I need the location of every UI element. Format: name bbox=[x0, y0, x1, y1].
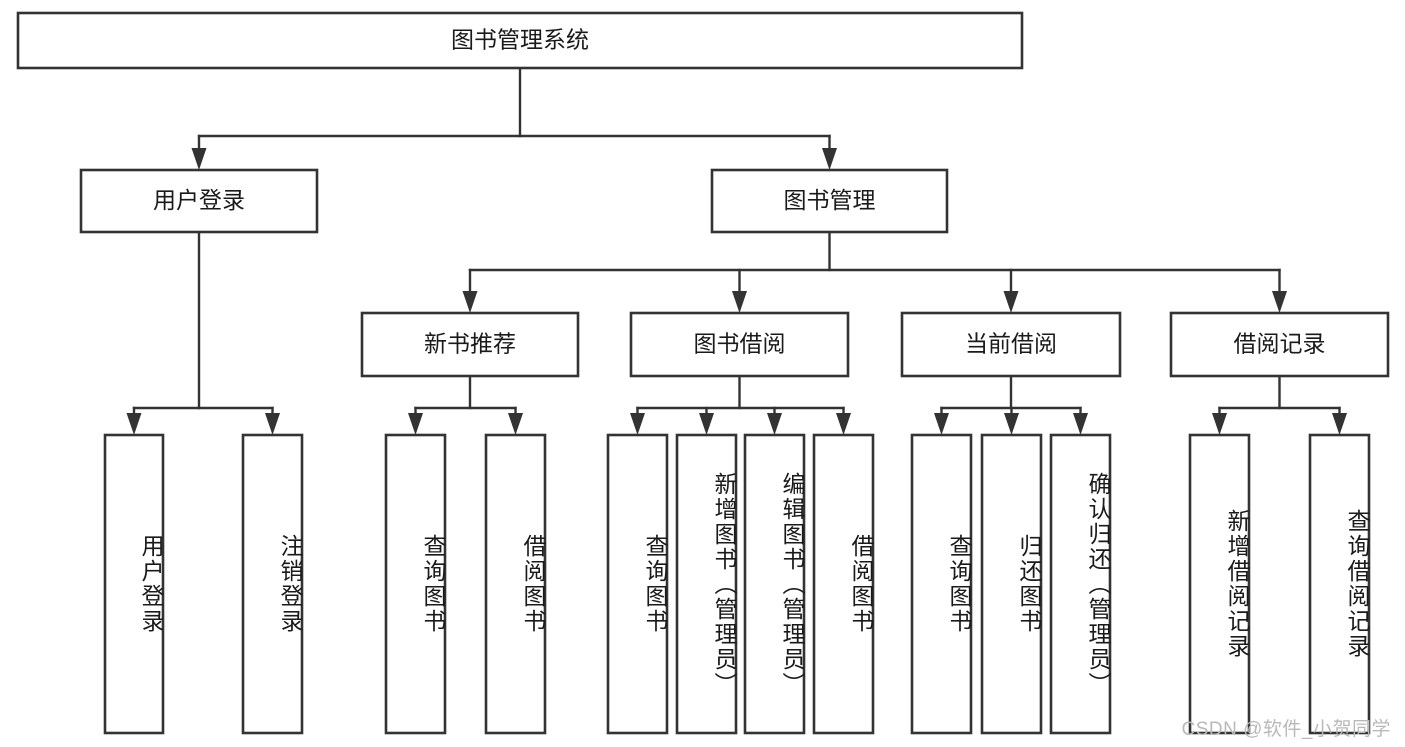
arrow-head-icon bbox=[1073, 413, 1088, 435]
leaf-label-4: 查询图书 bbox=[642, 534, 668, 634]
node-box-level3-1[interactable] bbox=[629, 311, 850, 378]
arrow-head-icon bbox=[767, 413, 782, 435]
leaf-label-8: 查询图书 bbox=[946, 534, 972, 634]
node-box-level3-0[interactable] bbox=[360, 311, 580, 378]
leaf-box-3[interactable] bbox=[484, 433, 547, 735]
leaf-box-4[interactable] bbox=[606, 433, 669, 735]
node-label-level2-0: 用户登录 bbox=[153, 187, 245, 213]
node-label-level2-1: 图书管理 bbox=[784, 187, 876, 213]
leaf-box-9[interactable] bbox=[980, 433, 1043, 735]
node-label-level3-1: 图书借阅 bbox=[694, 331, 786, 357]
leaf-box-5[interactable] bbox=[675, 433, 738, 735]
node-label-level3-2: 当前借阅 bbox=[965, 331, 1057, 357]
leaf-box-10[interactable] bbox=[1049, 433, 1112, 735]
leaf-label-12: 查询借阅记录 bbox=[1344, 509, 1370, 659]
arrow-head-icon bbox=[191, 148, 207, 170]
arrow-head-icon bbox=[1332, 413, 1347, 435]
leaf-box-12[interactable] bbox=[1308, 433, 1371, 735]
leaf-label-10: 确认归还（管理员） bbox=[1085, 471, 1111, 697]
node-label-level3-0: 新书推荐 bbox=[424, 331, 516, 357]
arrow-head-icon bbox=[732, 291, 747, 313]
arrow-head-icon bbox=[1212, 413, 1227, 435]
arrow-head-icon bbox=[630, 413, 645, 435]
node-box-level3-3[interactable] bbox=[1169, 311, 1390, 378]
leaf-label-6: 编辑图书（管理员） bbox=[779, 471, 805, 697]
arrow-head-icon bbox=[126, 413, 142, 435]
leaf-label-0: 用户登录 bbox=[138, 534, 164, 634]
leaf-box-11[interactable] bbox=[1188, 433, 1251, 735]
arrow-head-icon bbox=[699, 413, 714, 435]
arrow-head-icon bbox=[1004, 413, 1019, 435]
leaf-box-0[interactable] bbox=[103, 433, 165, 735]
node-box-level2-1[interactable] bbox=[710, 168, 949, 234]
leaf-box-6[interactable] bbox=[743, 433, 806, 735]
arrow-head-icon bbox=[462, 291, 478, 313]
node-boxes-layer bbox=[16, 11, 1390, 735]
arrow-head-icon bbox=[934, 413, 949, 435]
node-label-level3-3: 借阅记录 bbox=[1234, 331, 1326, 357]
node-box-level3-2[interactable] bbox=[900, 311, 1122, 378]
arrow-head-icon bbox=[836, 413, 851, 435]
leaf-box-8[interactable] bbox=[910, 433, 973, 735]
node-box-root[interactable] bbox=[16, 11, 1024, 70]
leaf-label-3: 借阅图书 bbox=[520, 534, 546, 634]
arrow-head-icon bbox=[1003, 291, 1019, 313]
leaf-label-9: 归还图书 bbox=[1016, 534, 1042, 634]
arrow-head-icon bbox=[1272, 291, 1287, 313]
connector-lines-layer bbox=[126, 66, 1347, 435]
arrow-head-icon bbox=[265, 413, 280, 435]
node-box-level2-0[interactable] bbox=[79, 168, 319, 234]
leaf-label-11: 新增借阅记录 bbox=[1224, 509, 1250, 659]
leaf-label-2: 查询图书 bbox=[420, 534, 446, 634]
arrow-head-icon bbox=[822, 148, 837, 170]
leaf-box-2[interactable] bbox=[384, 433, 447, 735]
arrow-head-icon bbox=[408, 413, 423, 435]
leaf-box-7[interactable] bbox=[812, 433, 875, 735]
node-label-root: 图书管理系统 bbox=[451, 27, 589, 53]
leaf-label-5: 新增图书（管理员） bbox=[711, 471, 737, 697]
leaf-label-1: 注销登录 bbox=[277, 534, 303, 634]
arrow-head-icon bbox=[508, 413, 523, 435]
leaf-box-1[interactable] bbox=[241, 433, 304, 735]
leaf-label-7: 借阅图书 bbox=[848, 534, 874, 634]
